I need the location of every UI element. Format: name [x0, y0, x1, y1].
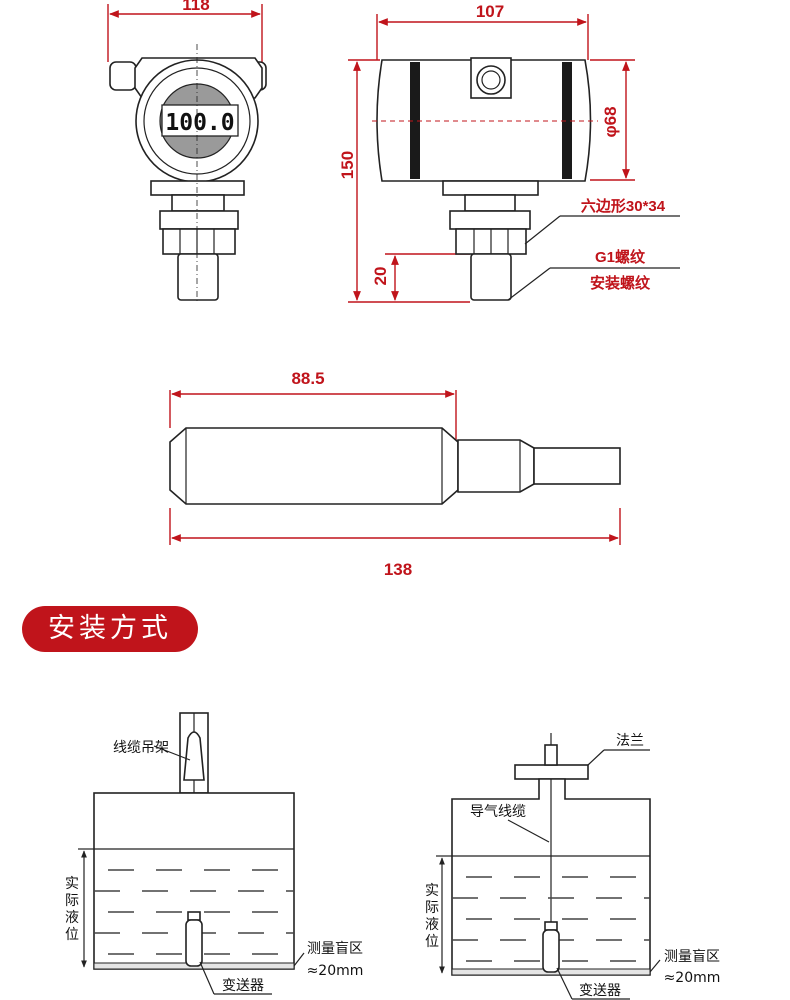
probe-tail — [457, 439, 535, 493]
label-level-right-3: 液 — [425, 917, 439, 933]
dim-probe-total: 138 — [384, 560, 412, 579]
callout-hex: 六边形30*34 — [581, 197, 666, 215]
transmitter-right — [542, 929, 560, 973]
hanger-clamp — [183, 731, 205, 781]
probe-body — [169, 427, 459, 505]
dim-thread-length: 20 — [371, 267, 390, 286]
front-view: 118 100.0 — [107, 0, 267, 304]
hex-nut — [162, 228, 236, 255]
probe-cable-sleeve — [533, 447, 621, 485]
seal-band-right — [562, 62, 572, 179]
flange-plate — [514, 764, 589, 780]
label-blind-right: 测量盲区 — [664, 948, 720, 965]
side-neck — [464, 194, 516, 212]
side-view: 107 150 20 φ68 六边形30*34 G1螺纹 安装螺纹 — [338, 2, 680, 303]
lcd-screen — [161, 104, 239, 137]
label-cable: 导气线缆 — [470, 804, 526, 820]
label-blind-value-right: ≈20mm — [664, 970, 721, 986]
gland-port — [476, 65, 506, 95]
label-blind-value-left: ≈20mm — [307, 963, 364, 979]
lcd-reading: 100.0 — [165, 110, 234, 136]
label-level-left-1: 实 — [65, 876, 79, 892]
side-hex-upper — [449, 210, 531, 230]
label-blind-left: 测量盲区 — [307, 940, 363, 957]
dim-front-width: 118 — [182, 0, 209, 14]
transmitter-left — [185, 919, 203, 967]
label-level-right-4: 位 — [425, 934, 439, 950]
callout-thread: G1螺纹 — [595, 248, 646, 266]
side-collar — [442, 180, 539, 196]
install-right: 法兰 导气线缆 实 际 液 位 测量盲区 ≈20mm 变送器 — [425, 733, 721, 1000]
section-title-banner: 安装方式 — [22, 606, 198, 652]
side-thread-stub — [470, 253, 512, 301]
leader-thread — [507, 267, 551, 301]
dim-total-height: 150 — [338, 151, 357, 179]
neck — [171, 194, 225, 212]
probe-view: 88.5 138 — [169, 369, 621, 579]
label-level-left-3: 液 — [65, 910, 79, 926]
cable-gland-left — [109, 61, 137, 91]
label-level-right-2: 际 — [425, 900, 439, 916]
install-left: 线缆吊架 实 际 液 位 测量盲区 ≈20mm 变送器 — [65, 712, 364, 995]
dim-diameter: φ68 — [601, 106, 620, 137]
label-flange: 法兰 — [616, 733, 644, 749]
callout-mount: 安装螺纹 — [590, 274, 651, 292]
dim-side-length: 107 — [476, 2, 504, 21]
label-hanger: 线缆吊架 — [113, 740, 169, 756]
thread-stub — [177, 253, 219, 301]
label-transmitter-right: 变送器 — [579, 983, 621, 999]
leader-hex — [524, 215, 561, 245]
label-level-right-1: 实 — [425, 883, 439, 899]
label-level-left-2: 际 — [65, 893, 79, 909]
hex-upper — [159, 210, 239, 230]
seal-band-left — [410, 62, 420, 179]
flange-connector — [544, 744, 558, 766]
dim-probe-length: 88.5 — [291, 369, 324, 388]
label-level-left-4: 位 — [65, 927, 79, 943]
label-transmitter-left: 变送器 — [222, 978, 264, 994]
collar-plate — [150, 180, 245, 196]
